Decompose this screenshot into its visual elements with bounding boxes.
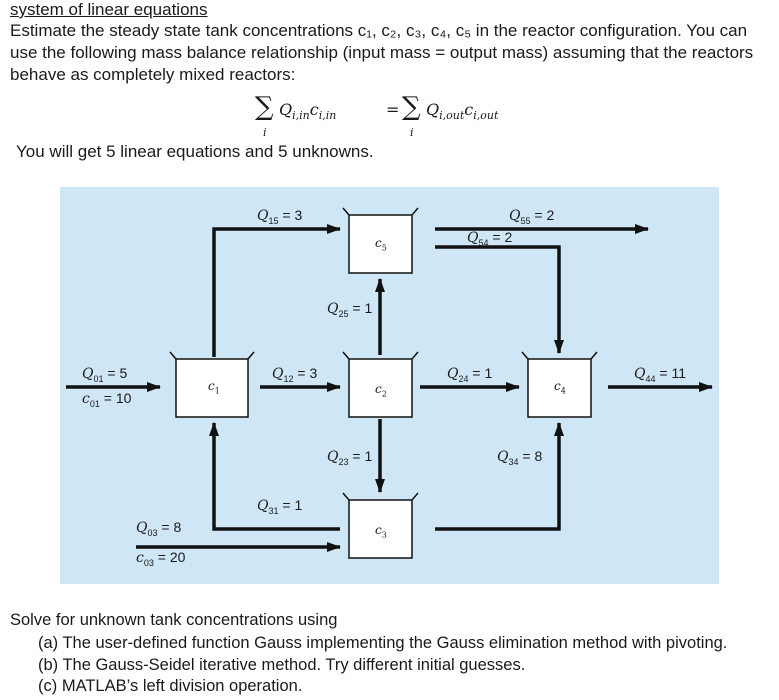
flow-Q31-arrow bbox=[209, 422, 340, 531]
label-Q55: Q55 = 2 bbox=[509, 207, 555, 226]
flow-Q54-arrow bbox=[435, 245, 564, 354]
label-Q24: Q24 = 1 bbox=[447, 365, 493, 384]
tank-2-label: c2 bbox=[375, 382, 387, 399]
label-c03: c03 = 20 bbox=[136, 549, 186, 568]
label-Q12: Q12 = 3 bbox=[272, 365, 318, 384]
unknowns-note: You will get 5 linear equations and 5 un… bbox=[16, 142, 374, 161]
tank-3 bbox=[342, 492, 419, 559]
sum-index-left: i bbox=[263, 126, 267, 139]
mass-balance-formula: ∑ i Qi,inci,in = ∑ i Qi,outci,out bbox=[255, 92, 555, 142]
flow-Q15-arrow bbox=[212, 224, 341, 357]
tank-5 bbox=[342, 207, 419, 274]
sum-index-right: i bbox=[410, 126, 414, 139]
solution-options: (a) The user-defined function Gauss impl… bbox=[38, 633, 727, 698]
formula-rhs-term: Qi,outci,out bbox=[426, 100, 499, 123]
reactor-diagram: c1 c2 c3 c4 c5 Q01 = 5 c01 = 10 Q15 = 3 … bbox=[60, 187, 719, 584]
label-Q23: Q23 = 1 bbox=[327, 448, 373, 467]
flow-Q34-arrow bbox=[435, 422, 564, 531]
label-c01: c01 = 10 bbox=[82, 390, 132, 409]
section-heading: system of linear equations bbox=[10, 0, 208, 19]
problem-statement: Estimate the steady state tank concentra… bbox=[10, 21, 754, 84]
label-Q31: Q31 = 1 bbox=[257, 497, 303, 516]
label-Q03: Q03 = 8 bbox=[136, 519, 182, 538]
label-Q15: Q15 = 3 bbox=[257, 207, 303, 226]
label-Q54: Q54 = 2 bbox=[467, 229, 513, 248]
tank-5-label: c5 bbox=[375, 236, 387, 253]
option-c: (c) MATLAB’s left division operation. bbox=[38, 677, 303, 695]
formula-equals: = bbox=[386, 100, 400, 119]
tank-1 bbox=[169, 351, 255, 418]
reactor-network-svg bbox=[66, 207, 713, 559]
option-a: (a) The user-defined function Gauss impl… bbox=[38, 634, 728, 652]
tank-1-label: c1 bbox=[208, 379, 220, 396]
sum-symbol-right: ∑ bbox=[402, 92, 421, 122]
option-b: (b) The Gauss-Seidel iterative method. T… bbox=[38, 655, 526, 674]
tank-2 bbox=[342, 351, 419, 418]
label-Q44: Q44 = 11 bbox=[634, 365, 686, 384]
label-Q25: Q25 = 1 bbox=[327, 300, 373, 319]
solve-instruction: Solve for unknown tank concentrations us… bbox=[10, 611, 338, 629]
label-Q34: Q34 = 8 bbox=[497, 448, 543, 467]
label-Q01: Q01 = 5 bbox=[82, 365, 128, 384]
sum-symbol-left: ∑ bbox=[255, 92, 274, 122]
tank-3-label: c3 bbox=[375, 523, 387, 540]
formula-lhs-term: Qi,inci,in bbox=[279, 100, 337, 123]
tank-4 bbox=[521, 351, 598, 418]
tank-4-label: c4 bbox=[554, 379, 566, 396]
